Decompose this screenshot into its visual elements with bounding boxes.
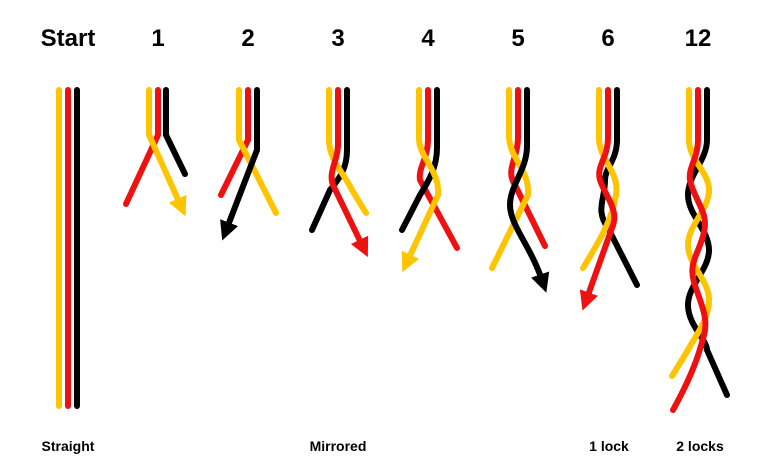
step-6-strand-black xyxy=(598,87,640,288)
step-6-strand-red xyxy=(579,87,618,311)
step-3-braid xyxy=(309,87,369,258)
caption-mirrored: Mirrored xyxy=(310,438,367,454)
step-2-strand-yellow xyxy=(236,87,279,216)
step-1-braid xyxy=(123,87,188,217)
step-1-strand-black xyxy=(163,87,188,177)
step-3-strand-yellow xyxy=(326,87,369,216)
header-start: Start xyxy=(41,25,96,52)
header-step-1: 1 xyxy=(151,25,164,52)
step-2-braid xyxy=(218,87,279,241)
step-12-strand-red xyxy=(670,87,709,413)
step-5-strand-black xyxy=(506,87,550,293)
step-2-strand-red xyxy=(218,87,251,198)
caption-straight: Straight xyxy=(42,438,95,454)
step-12-strand-black xyxy=(684,87,730,398)
step-5-strand-yellow xyxy=(489,87,532,271)
step-4-strand-yellow xyxy=(401,87,442,273)
header-step-4: 4 xyxy=(421,25,435,52)
caption-two-locks: 2 locks xyxy=(676,438,724,454)
step-3-strand-red xyxy=(328,87,369,258)
step-1-strand-yellow xyxy=(146,87,187,217)
header-step-6: 6 xyxy=(601,25,614,52)
header-step-3: 3 xyxy=(331,25,344,52)
step-2-strand-black xyxy=(220,87,260,241)
step-4-braid xyxy=(399,87,460,273)
step-12-braid xyxy=(669,87,730,413)
header-step-5: 5 xyxy=(511,25,524,52)
step-4-strand-red xyxy=(416,87,460,251)
step-6-strand-yellow xyxy=(580,87,620,271)
step-6-braid xyxy=(579,87,640,311)
step-1-strand-red xyxy=(123,87,161,207)
header-step-12: 12 xyxy=(685,25,712,52)
step-5-braid xyxy=(489,87,550,293)
start-strands xyxy=(56,87,80,409)
header-step-2: 2 xyxy=(241,25,254,52)
caption-one-lock: 1 lock xyxy=(589,438,629,454)
